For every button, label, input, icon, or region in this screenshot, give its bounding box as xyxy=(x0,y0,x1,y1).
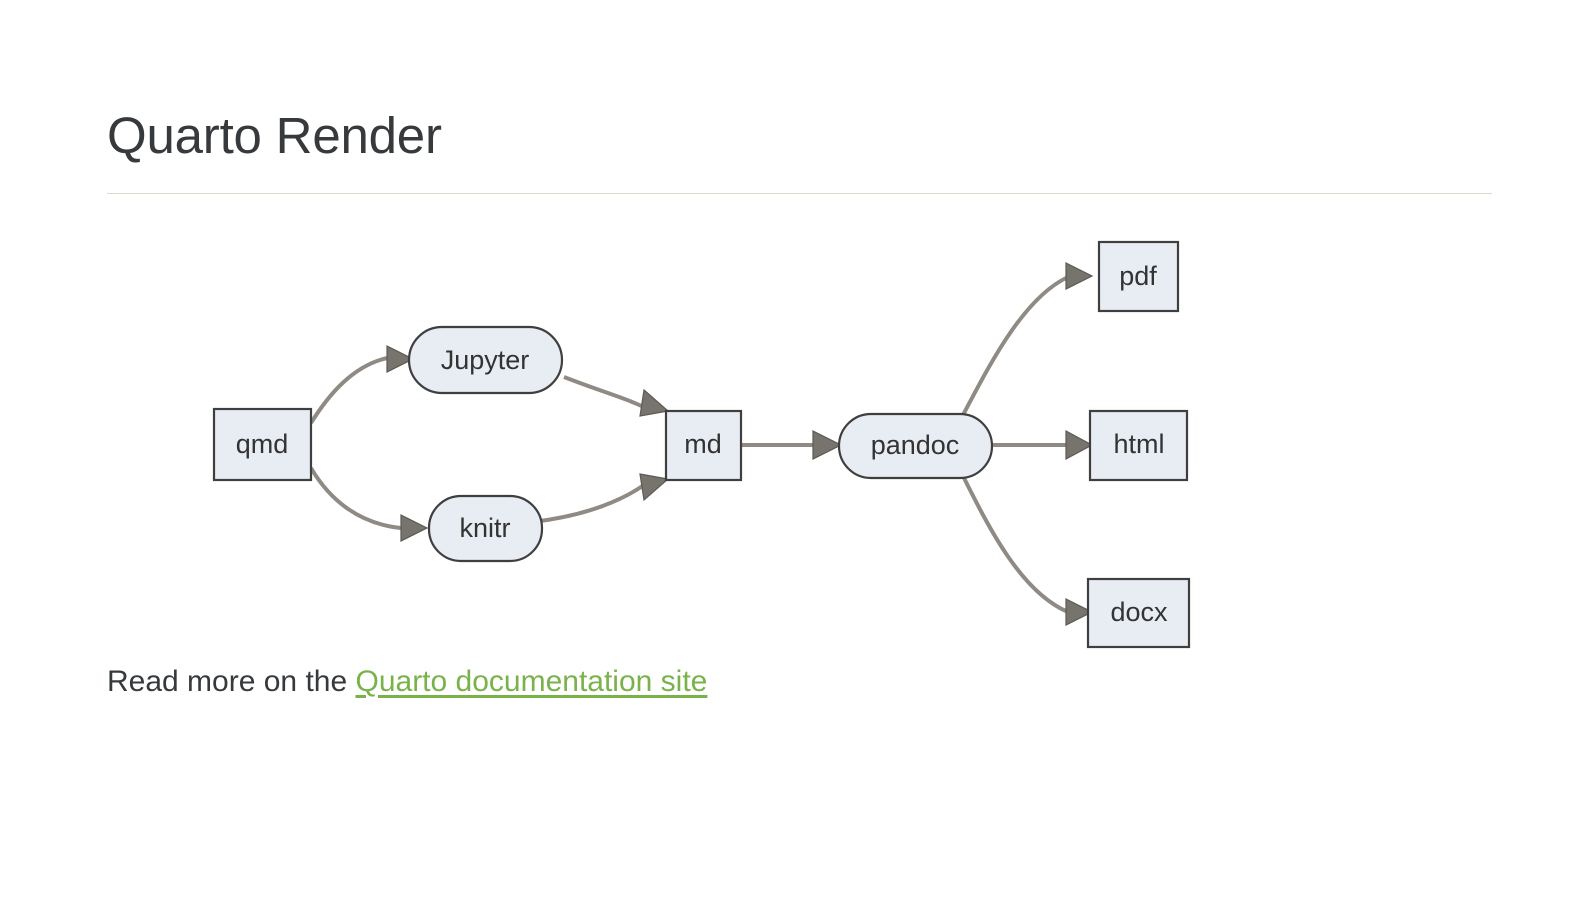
arrowhead-qmd-jupyter xyxy=(386,345,415,374)
content-column: Quarto Render xyxy=(107,0,1492,734)
node-pdf-shape xyxy=(1097,240,1180,313)
node-md-label: md xyxy=(684,429,722,459)
edge-knitr-md xyxy=(531,476,655,525)
edge-pandoc-pdf xyxy=(961,275,1069,417)
node-pandoc[interactable]: pandoc xyxy=(837,412,994,480)
edge-qmd-knitr xyxy=(309,467,402,531)
node-pdf[interactable]: pdf xyxy=(1097,240,1180,313)
title-divider xyxy=(107,193,1492,195)
node-html-shape xyxy=(1088,409,1189,482)
arrowhead-md-pandoc xyxy=(812,430,843,461)
node-group: qmd Jupyter knitr md xyxy=(212,240,1191,649)
node-docx-shape xyxy=(1086,577,1191,649)
arrowhead-knitr-md xyxy=(639,473,670,502)
node-knitr[interactable]: knitr xyxy=(427,494,544,563)
node-jupyter[interactable]: Jupyter xyxy=(407,325,564,395)
node-md-shape xyxy=(664,409,743,482)
node-docx[interactable]: docx xyxy=(1086,577,1191,649)
node-qmd-label: qmd xyxy=(236,429,289,459)
arrowhead-pandoc-pdf xyxy=(1065,262,1094,291)
arrowhead-jupyter-md xyxy=(639,388,670,417)
edge-group xyxy=(309,262,1094,627)
quarto-render-flowchart: qmd Jupyter knitr md xyxy=(107,216,1207,656)
page-title: Quarto Render xyxy=(107,107,442,164)
node-pandoc-label: pandoc xyxy=(871,430,960,460)
node-pdf-label: pdf xyxy=(1119,261,1157,291)
arrowhead-pandoc-docx xyxy=(1065,598,1094,627)
node-jupyter-label: Jupyter xyxy=(441,345,530,375)
edge-qmd-jupyter xyxy=(309,356,388,425)
node-jupyter-shape xyxy=(407,325,564,395)
footer-prefix-text: Read more on the xyxy=(107,665,356,699)
quarto-documentation-link[interactable]: Quarto documentation site xyxy=(355,665,708,699)
arrowhead-qmd-knitr xyxy=(400,514,429,543)
node-docx-label: docx xyxy=(1110,597,1168,627)
edge-jupyter-md xyxy=(563,375,655,414)
arrowhead-pandoc-html xyxy=(1065,430,1094,461)
node-html[interactable]: html xyxy=(1088,409,1189,482)
edge-pandoc-docx xyxy=(961,475,1069,614)
flowchart-svg: qmd Jupyter knitr md xyxy=(212,240,1191,649)
node-md[interactable]: md xyxy=(664,409,743,482)
node-pandoc-shape xyxy=(837,412,994,480)
node-qmd[interactable]: qmd xyxy=(212,407,313,482)
node-knitr-label: knitr xyxy=(459,513,510,543)
node-knitr-shape xyxy=(427,494,544,563)
node-qmd-shape xyxy=(212,407,313,482)
node-html-label: html xyxy=(1113,429,1164,459)
footer-paragraph: Read more on the Quarto documentation si… xyxy=(107,660,1492,704)
